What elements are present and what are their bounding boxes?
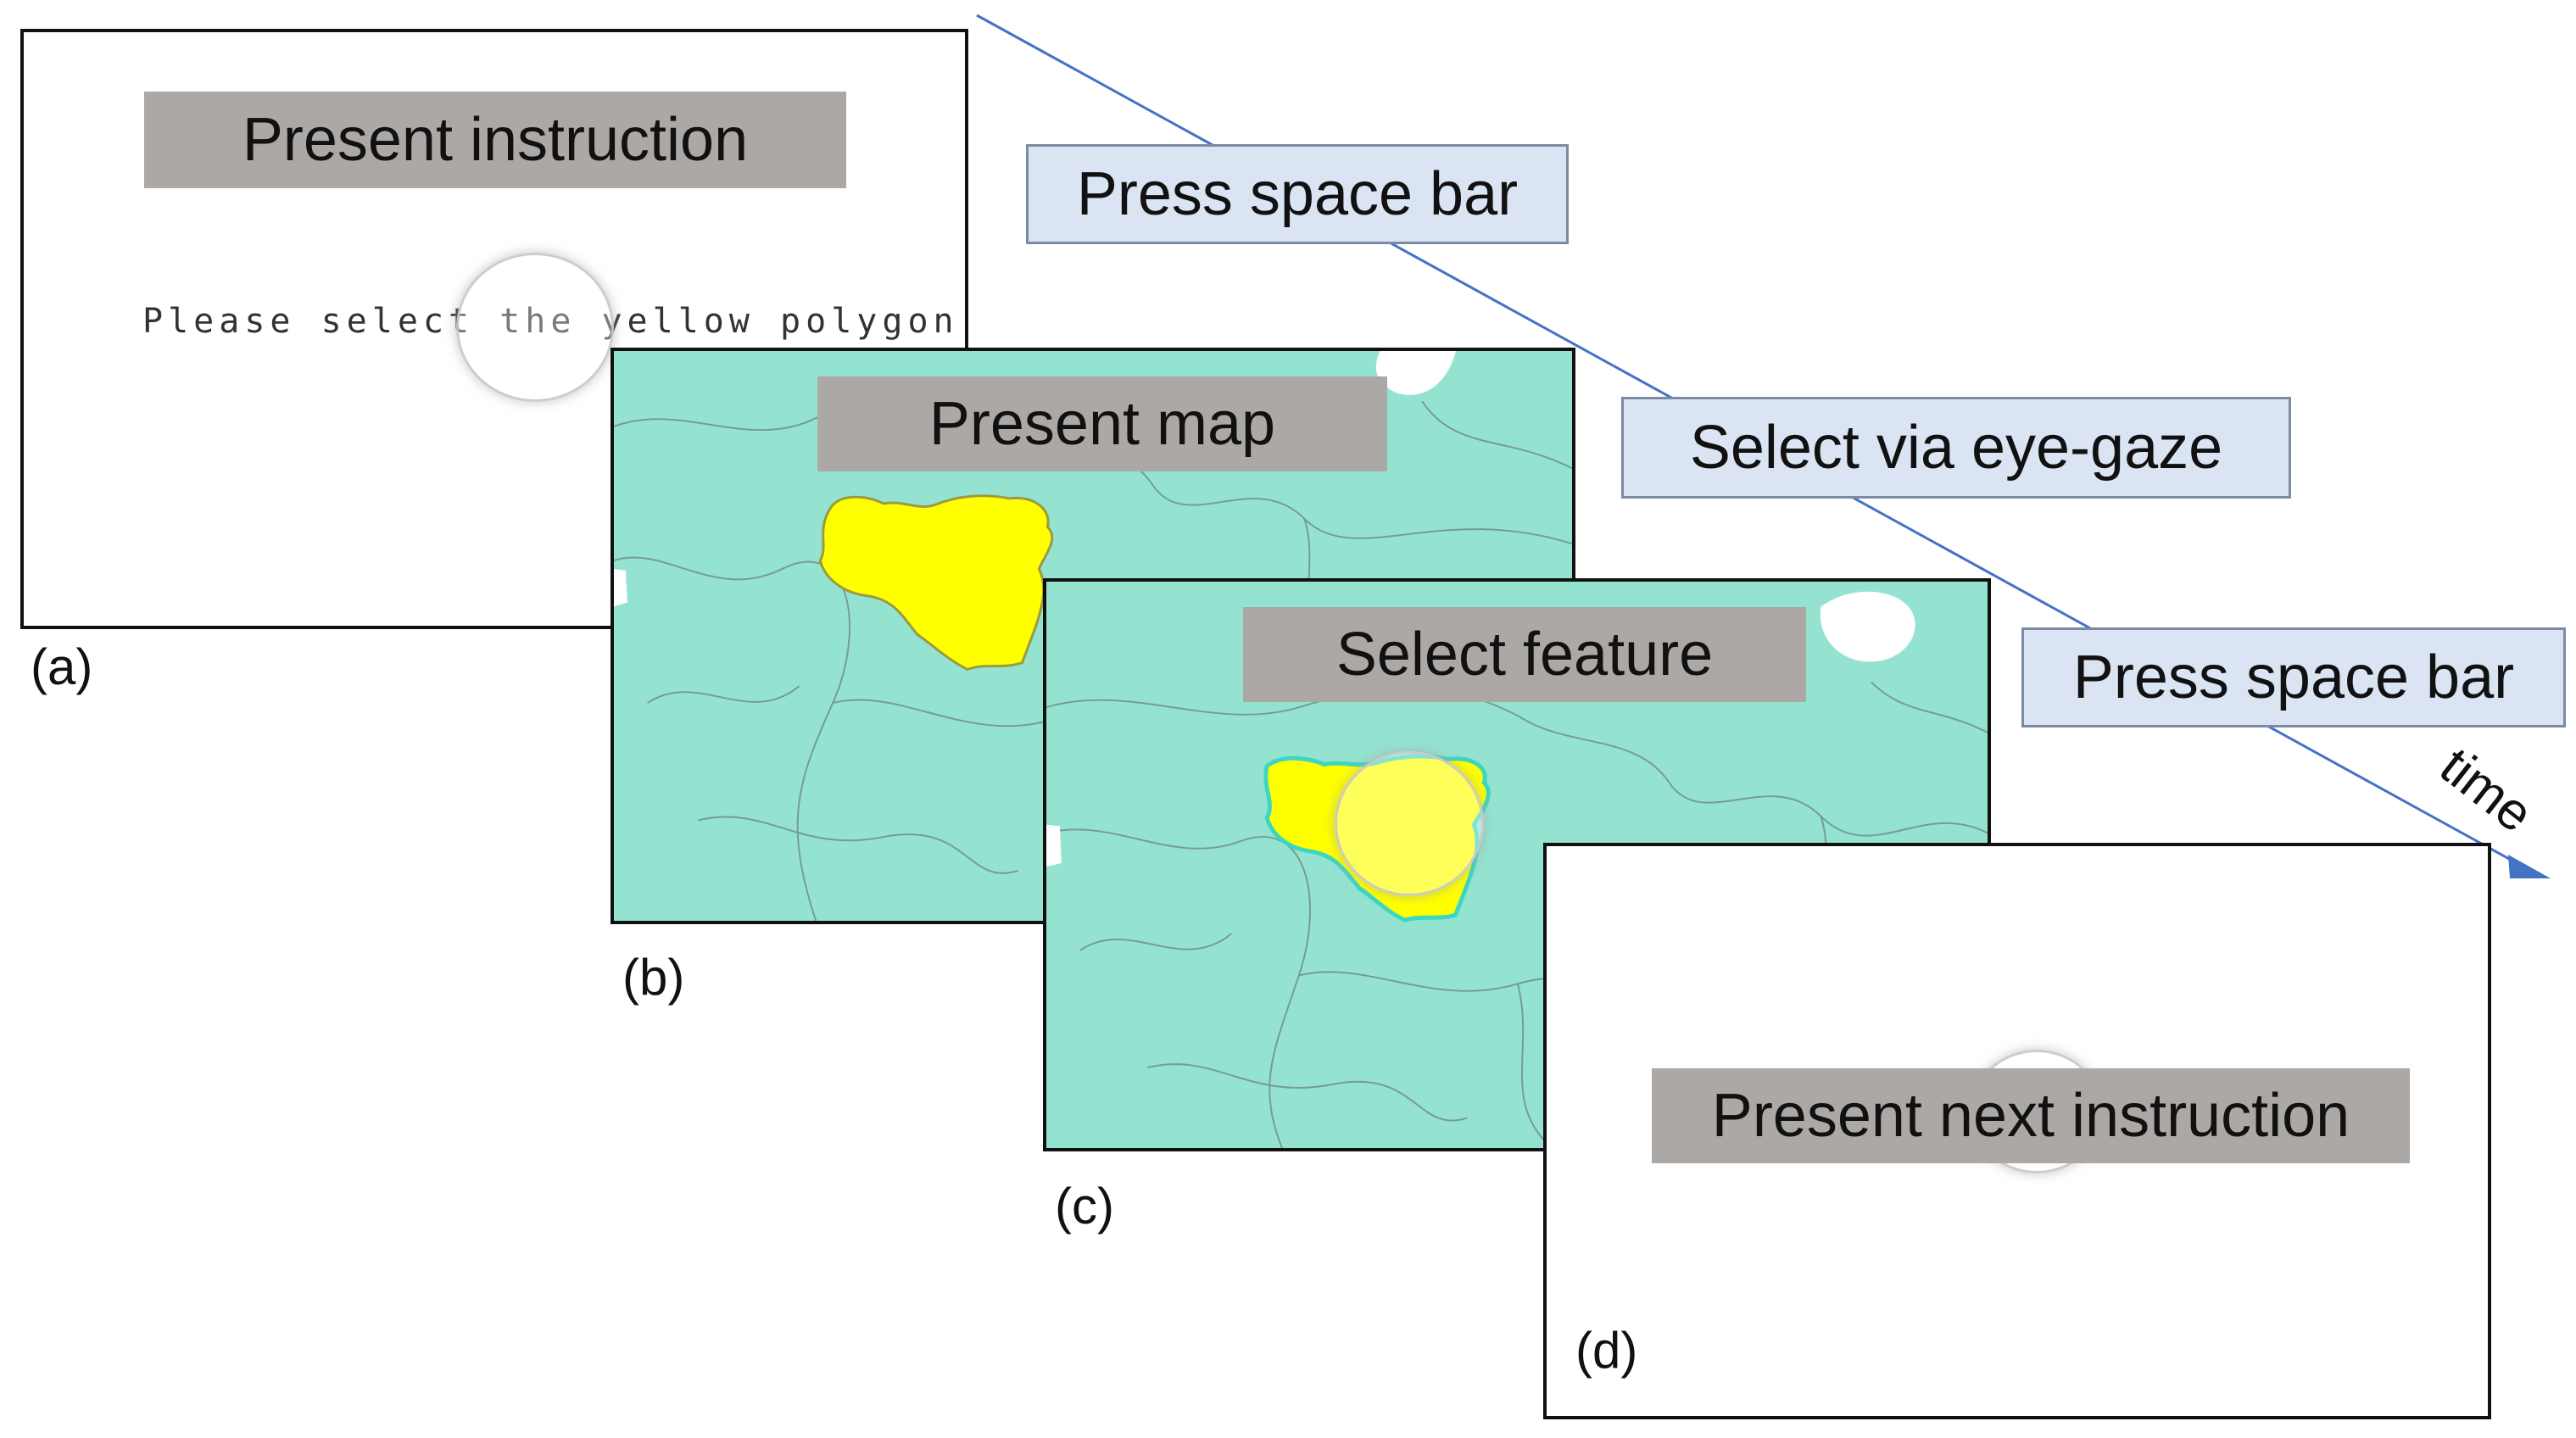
panel-d-title: Present next instruction [1652,1068,2410,1163]
panel-b-caption: (b) [622,949,685,1006]
panel-d-caption: (d) [1575,1322,1638,1379]
panel-a-caption: (a) [31,638,93,695]
gaze-cursor-icon [456,253,614,402]
panel-b-title: Present map [817,376,1387,471]
map-c-white-area [1820,591,1915,662]
gaze-cursor-icon [1335,751,1484,896]
map-c-white-edge [1046,824,1062,867]
step-press-space-bar-2: Press space bar [2021,627,2566,727]
panel-c-select-screen: Select feature [1043,578,1991,1151]
timeline-label: time [2428,736,2544,844]
step-press-space-bar-1: Press space bar [1026,144,1569,244]
panel-c-title: Select feature [1243,607,1806,702]
timeline-arrowhead-icon [2508,855,2551,878]
map-b-white-area [1375,351,1456,395]
map-b-white-edge [614,568,627,607]
panel-a-title: Present instruction [144,92,846,188]
panel-c-caption: (c) [1055,1178,1114,1235]
step-select-via-eye-gaze: Select via eye-gaze [1621,397,2291,499]
panel-d-next-instruction-screen: Present next instruction (d) [1543,843,2491,1419]
yellow-polygon-icon [818,494,1054,672]
